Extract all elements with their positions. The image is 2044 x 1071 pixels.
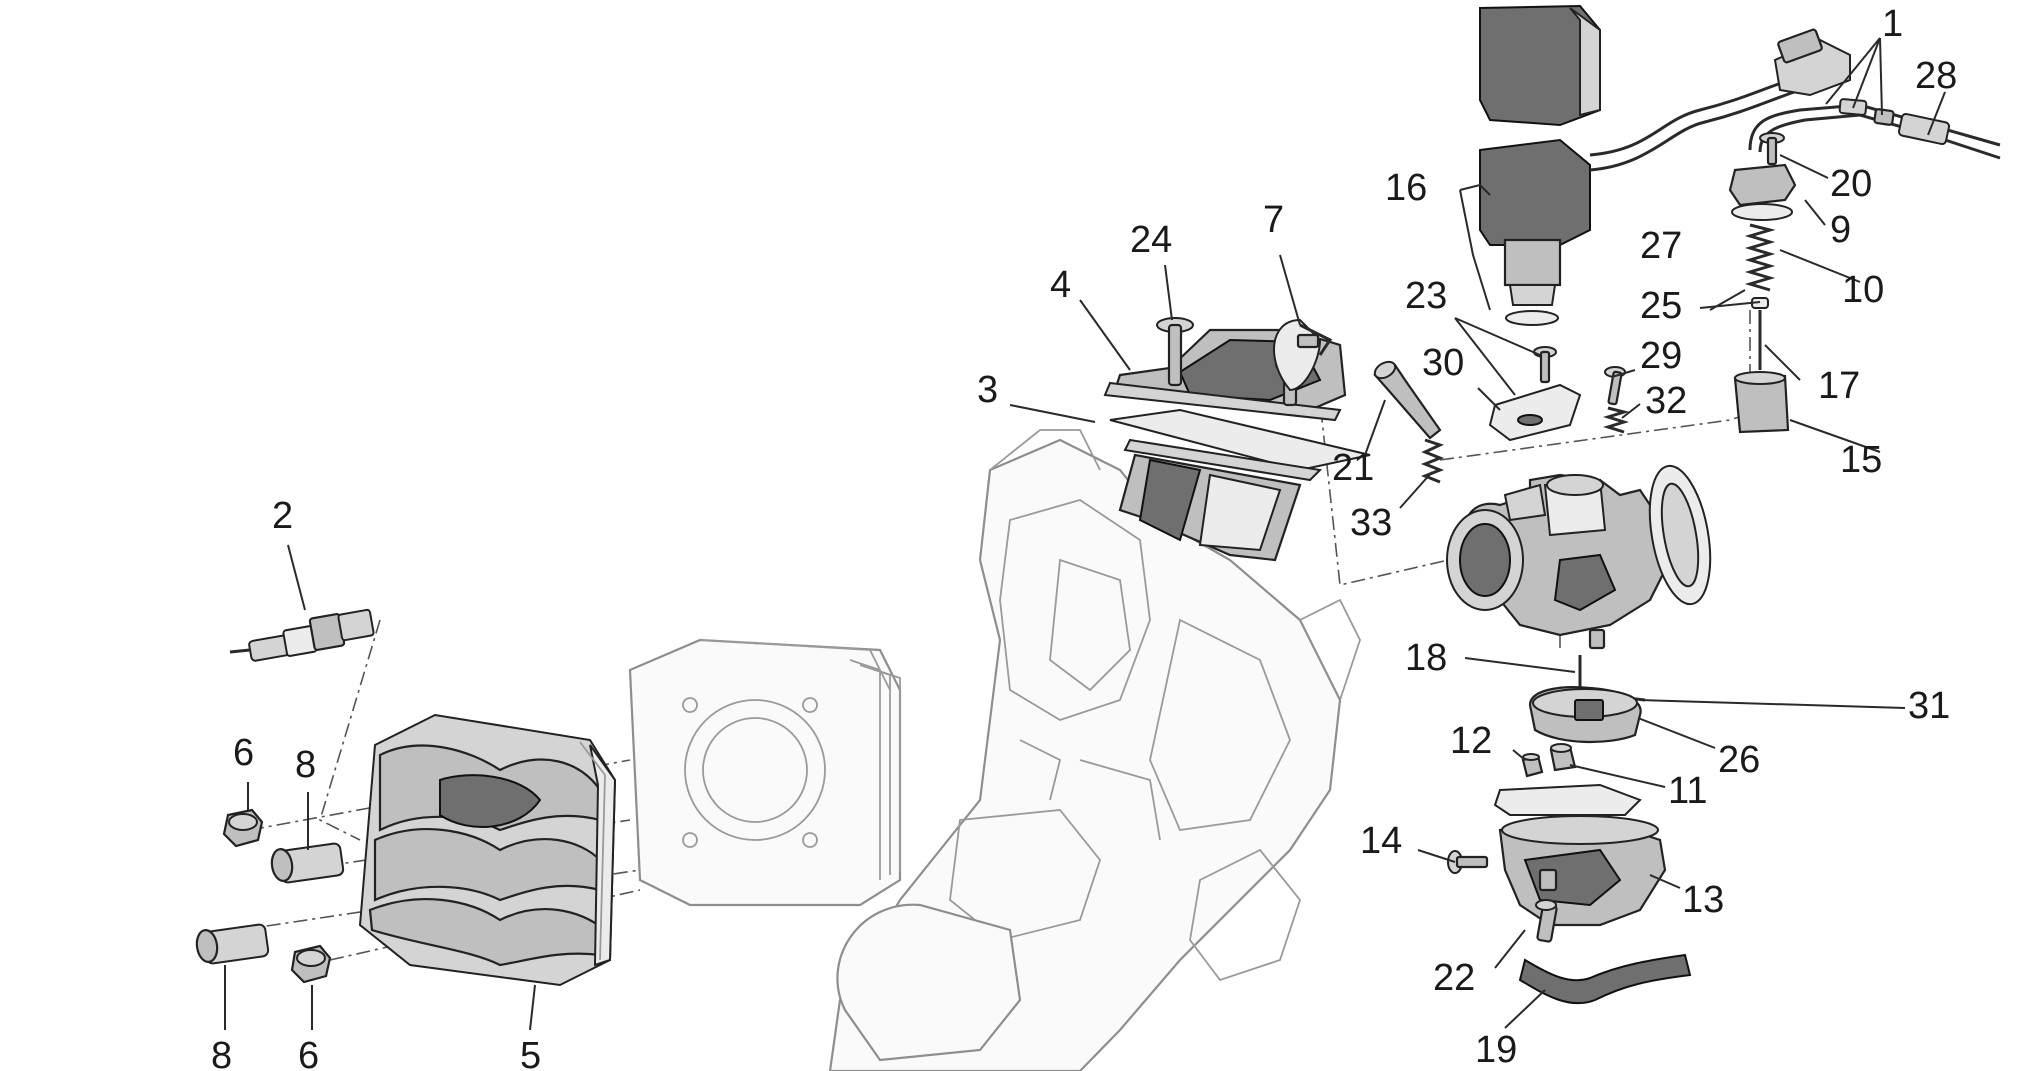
main-jet <box>1549 743 1577 772</box>
callout-33: 33 <box>1350 502 1392 544</box>
callout-4: 4 <box>1050 264 1071 306</box>
callout-28: 28 <box>1915 55 1957 97</box>
drain-hose <box>1518 953 1692 1005</box>
float-bowl-gasket <box>1493 783 1642 816</box>
callout-16: 16 <box>1385 167 1427 209</box>
callout-32: 32 <box>1645 380 1687 422</box>
stud-spacer-upper <box>270 842 345 884</box>
idle-jet <box>1521 753 1544 778</box>
float <box>1528 686 1642 744</box>
callout-12: 12 <box>1450 720 1492 762</box>
callout-17: 17 <box>1818 365 1860 407</box>
callout-10: 10 <box>1842 269 1884 311</box>
cylinder-nut-lower <box>290 944 332 984</box>
callout-labels: 1 2 3 4 5 6 6 7 8 8 9 10 11 12 13 14 15 … <box>211 3 1957 1071</box>
callout-13: 13 <box>1682 879 1724 921</box>
callout-30: 30 <box>1422 342 1464 384</box>
stud-spacer-lower <box>195 923 270 965</box>
callout-5: 5 <box>520 1035 541 1071</box>
cylinder-nut-upper <box>222 808 264 848</box>
callout-21: 21 <box>1332 447 1374 489</box>
air-screw <box>1373 360 1442 440</box>
throttle-cable <box>1748 98 2001 160</box>
callout-3: 3 <box>977 369 998 411</box>
intake-flange-gasket <box>1648 464 1712 606</box>
carburetor-cover-plate <box>1488 383 1582 442</box>
idle-adjust-spring <box>1602 406 1630 434</box>
callout-23: 23 <box>1405 275 1447 317</box>
callout-22: 22 <box>1433 957 1475 999</box>
callout-25: 25 <box>1640 285 1682 327</box>
callout-6-lower: 6 <box>298 1035 319 1071</box>
reed-valve-gasket <box>1109 408 1371 482</box>
reed-valve-block <box>1118 453 1302 562</box>
slide-spring <box>1744 223 1776 292</box>
crankcase-ghost <box>828 429 1361 1071</box>
hose-clamp <box>1273 318 1333 392</box>
idle-adjust-screw <box>1604 366 1626 406</box>
callout-15: 15 <box>1840 439 1882 481</box>
callout-7: 7 <box>1263 199 1284 241</box>
callout-1: 1 <box>1882 3 1903 45</box>
cylinder-ghost <box>628 638 902 907</box>
callout-26: 26 <box>1718 739 1760 781</box>
callout-6-upper: 6 <box>233 732 254 774</box>
cover-screw <box>1533 346 1557 384</box>
callout-8-lower: 8 <box>211 1035 232 1071</box>
throttle-adjuster-screw <box>1759 132 1785 166</box>
drain-screw <box>1535 899 1558 943</box>
callout-27: 27 <box>1640 225 1682 267</box>
leader-lines <box>224 37 1946 1031</box>
slide-cap <box>1728 163 1797 221</box>
spark-plug <box>229 608 375 662</box>
throttle-slide <box>1733 371 1790 434</box>
float-bowl <box>1498 815 1667 927</box>
callout-8-upper: 8 <box>295 744 316 786</box>
callout-18: 18 <box>1405 637 1447 679</box>
callout-29: 29 <box>1640 335 1682 377</box>
carburetor-body <box>1446 473 1667 650</box>
cylinder-head <box>358 713 617 987</box>
callout-24: 24 <box>1130 219 1172 261</box>
callout-14: 14 <box>1360 820 1402 862</box>
air-screw-spring <box>1420 438 1445 484</box>
electric-choke <box>1479 4 1851 326</box>
callout-11: 11 <box>1668 770 1707 812</box>
callout-9: 9 <box>1830 209 1851 251</box>
manifold-screw <box>1156 317 1194 387</box>
callout-2: 2 <box>272 495 293 537</box>
callout-31: 31 <box>1908 685 1950 727</box>
callout-19: 19 <box>1475 1029 1517 1071</box>
callout-20: 20 <box>1830 163 1872 205</box>
